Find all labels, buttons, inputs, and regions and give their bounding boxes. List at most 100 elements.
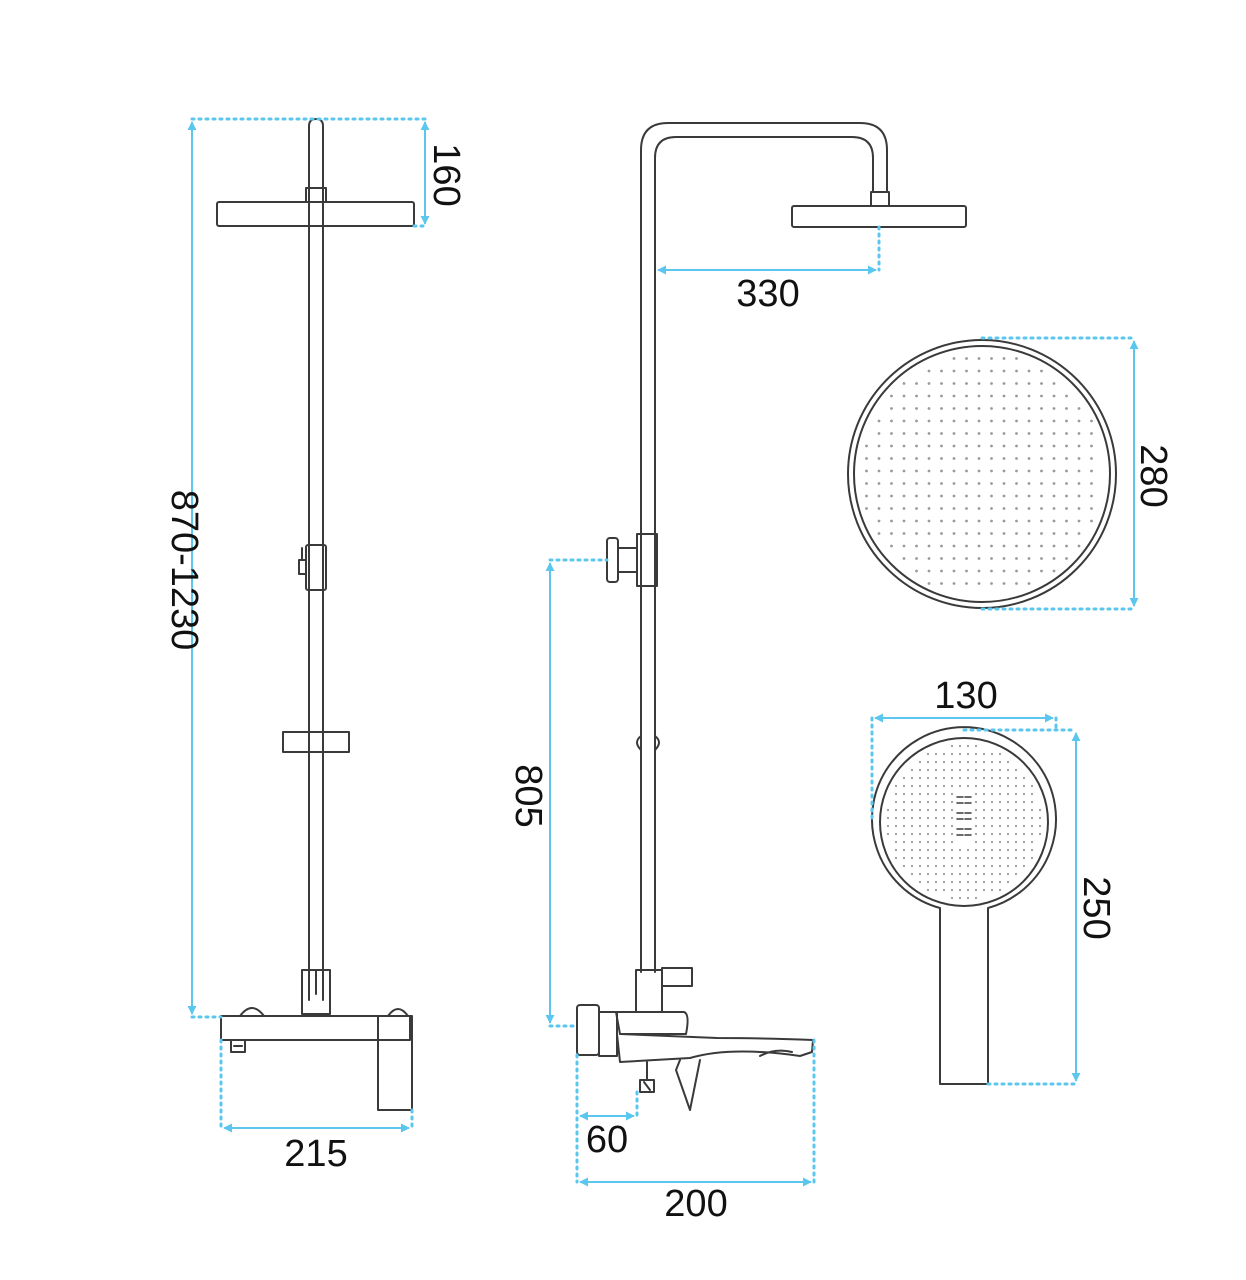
nozzle-dot — [965, 469, 968, 473]
nozzle-dot — [942, 752, 946, 756]
nozzle-dot — [918, 832, 922, 836]
hand-shower-mode-icon — [956, 796, 972, 844]
nozzle-dot — [965, 382, 968, 385]
nozzle-dot — [958, 784, 962, 788]
nozzle-dot — [902, 848, 906, 852]
nozzle-dot — [910, 792, 914, 796]
nozzle-dot — [894, 800, 898, 804]
nozzle-dot — [966, 760, 970, 764]
nozzle-dot — [890, 544, 893, 548]
front-head-connector — [305, 187, 327, 203]
nozzle-dot — [942, 760, 946, 764]
side-dimensions — [545, 225, 881, 1187]
nozzle-dot — [998, 888, 1002, 892]
nozzle-dot — [1022, 848, 1026, 852]
nozzle-dot — [965, 482, 968, 485]
nozzle-dot — [1065, 407, 1068, 410]
nozzle-dot — [998, 856, 1002, 860]
nozzle-dot — [1006, 784, 1010, 788]
nozzle-dot — [965, 457, 968, 460]
nozzle-dot — [990, 856, 994, 860]
nozzle-dot — [965, 419, 968, 423]
nozzle-dot — [1090, 444, 1093, 448]
nozzle-dot — [934, 880, 938, 884]
nozzle-dot — [998, 784, 1002, 788]
nozzle-dot — [1030, 784, 1034, 788]
nozzle-dot — [1006, 880, 1010, 884]
nozzle-dot — [990, 848, 994, 852]
nozzle-dot — [934, 784, 938, 788]
nozzle-dot — [958, 760, 962, 764]
nozzle-dot — [910, 784, 914, 788]
side-valve-body — [615, 1011, 689, 1035]
nozzle-dot — [918, 856, 922, 860]
nozzle-dot — [958, 744, 962, 748]
nozzle-dot — [902, 776, 906, 780]
nozzle-dot — [1006, 864, 1010, 868]
nozzle-dot — [1052, 507, 1056, 510]
nozzle-dot — [940, 469, 943, 473]
front-slider-knob — [298, 559, 307, 575]
nozzle-dot — [950, 832, 954, 836]
nozzle-dot — [910, 856, 914, 860]
nozzle-dot — [934, 768, 938, 772]
nozzle-dot — [990, 432, 993, 435]
nozzle-dot — [865, 494, 868, 498]
nozzle-dot — [940, 444, 943, 448]
nozzle-dot — [1090, 419, 1093, 423]
nozzle-dot — [927, 457, 931, 460]
nozzle-dot — [940, 582, 943, 585]
nozzle-dot — [965, 369, 968, 373]
nozzle-dot — [990, 519, 993, 523]
nozzle-dot — [952, 582, 956, 585]
nozzle-dot — [965, 532, 968, 535]
nozzle-dot — [990, 816, 994, 820]
nozzle-dot — [998, 808, 1002, 812]
nozzle-dot — [1006, 824, 1010, 828]
nozzle-dot — [977, 582, 981, 585]
label-spout-depth: 200 — [664, 1183, 727, 1225]
nozzle-dot — [886, 808, 890, 812]
head-plan-inner — [853, 345, 1111, 603]
nozzle-dot — [977, 469, 981, 473]
nozzle-dot — [1027, 532, 1031, 535]
nozzle-dot — [926, 856, 930, 860]
hand-shower-outline — [871, 726, 1057, 1085]
nozzle-dot — [940, 519, 943, 523]
nozzle-dot — [990, 800, 994, 804]
nozzle-dot — [1065, 394, 1068, 398]
nozzle-dot — [958, 768, 962, 772]
hand-nozzle-grid — [886, 744, 1042, 900]
nozzle-dot — [1027, 569, 1031, 573]
nozzle-dot — [940, 382, 943, 385]
nozzle-dot — [934, 824, 938, 828]
nozzle-dot — [894, 856, 898, 860]
nozzle-dot — [1014, 856, 1018, 860]
nozzle-dot — [1014, 808, 1018, 812]
nozzle-dot — [977, 432, 981, 435]
nozzle-dot — [918, 776, 922, 780]
nozzle-dot — [990, 494, 993, 498]
nozzle-dot — [1040, 519, 1043, 523]
nozzle-dot — [982, 824, 986, 828]
nozzle-dot — [894, 840, 898, 844]
label-head-offset: 160 — [425, 143, 467, 206]
nozzle-dot — [1077, 469, 1081, 473]
nozzle-dot — [998, 832, 1002, 836]
nozzle-dot — [942, 832, 946, 836]
nozzle-dot — [940, 557, 943, 560]
nozzle-dot — [1038, 824, 1042, 828]
nozzle-dot — [1014, 776, 1018, 780]
nozzle-dot — [1002, 394, 1006, 398]
nozzle-dot — [1030, 848, 1034, 852]
nozzle-dot — [982, 808, 986, 812]
nozzle-dot — [965, 569, 968, 573]
nozzle-dot — [1090, 507, 1093, 510]
nozzle-dot — [965, 494, 968, 498]
nozzle-dot — [974, 864, 978, 868]
nozzle-dot — [1077, 444, 1081, 448]
nozzle-dot — [1022, 856, 1026, 860]
nozzle-dot — [990, 544, 993, 548]
nozzle-dot — [1030, 816, 1034, 820]
nozzle-dot — [934, 872, 938, 876]
